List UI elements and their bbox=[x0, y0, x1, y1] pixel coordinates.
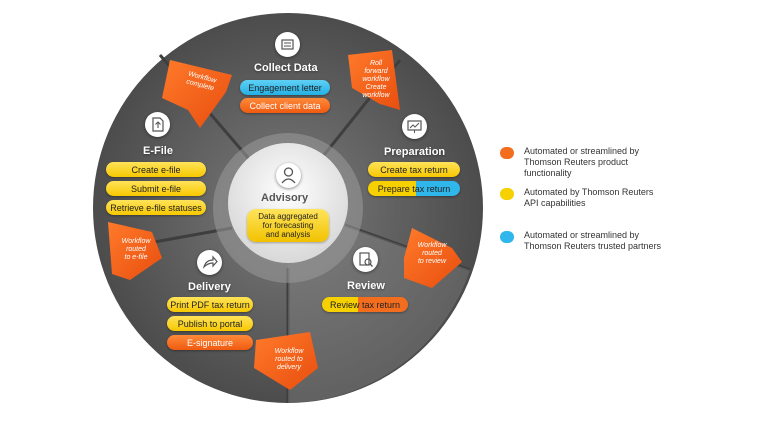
legend-dot-blue bbox=[500, 231, 514, 243]
print-pdf-pill: Print PDF tax return bbox=[167, 297, 253, 312]
workflow-efile-label: Workflow routed to e-file bbox=[121, 238, 151, 261]
arrow-workflow-delivery bbox=[254, 332, 318, 390]
legend-text-product: Automated or streamlined by Thomson Reut… bbox=[524, 146, 640, 178]
document-search-icon bbox=[353, 247, 378, 272]
publish-portal-pill: Publish to portal bbox=[167, 316, 253, 331]
legend-dot-yellow bbox=[500, 188, 514, 200]
review-tax-return-pill: Review tax return bbox=[322, 297, 408, 312]
legend-item-product: Automated or streamlined by Thomson Reut… bbox=[500, 146, 694, 179]
prepare-tax-return-pill: Prepare tax return bbox=[368, 181, 460, 196]
legend-item-api: Automated by Thomson Reuters API capabil… bbox=[500, 187, 694, 209]
collect-client-data-pill: Collect client data bbox=[240, 98, 330, 113]
delivery-title: Delivery bbox=[188, 281, 231, 293]
roll-forward-label: Roll forward workflow Create workflow bbox=[362, 60, 390, 99]
workflow-review-label: Workflow routed to review bbox=[417, 242, 447, 265]
arrow-workflow-complete bbox=[162, 60, 232, 128]
create-e-file-pill: Create e-file bbox=[106, 162, 206, 177]
data-scan-icon bbox=[275, 32, 300, 57]
workflow-arrows bbox=[108, 50, 462, 390]
advisory-data-box: Data aggregated for forecasting and anal… bbox=[247, 209, 329, 242]
submit-e-file-pill: Submit e-file bbox=[106, 181, 206, 196]
e-signature-pill: E-signature bbox=[167, 335, 253, 350]
legend-text-api: Automated by Thomson Reuters API capabil… bbox=[524, 187, 654, 208]
legend-item-partners: Automated or streamlined by Thomson Reut… bbox=[500, 230, 694, 252]
legend-dot-orange bbox=[500, 147, 514, 159]
review-title: Review bbox=[347, 280, 385, 292]
advisory-person-icon bbox=[276, 163, 301, 188]
create-tax-return-pill: Create tax return bbox=[368, 162, 460, 177]
workflow-delivery-label: Workflow routed to delivery bbox=[274, 348, 304, 371]
retrieve-e-file-statuses-pill: Retrieve e-file statuses bbox=[106, 200, 206, 215]
share-arrow-icon bbox=[197, 250, 222, 275]
legend-text-partners: Automated or streamlined by Thomson Reut… bbox=[524, 230, 662, 251]
arrow-workflow-efile bbox=[108, 222, 162, 280]
engagement-letter-pill: Engagement letter bbox=[240, 80, 330, 95]
preparation-title: Preparation bbox=[384, 146, 446, 158]
collect-data-title: Collect Data bbox=[254, 62, 318, 74]
analytics-board-icon bbox=[402, 114, 427, 139]
arrow-roll-forward bbox=[348, 50, 400, 110]
advisory-title: Advisory bbox=[261, 192, 309, 204]
e-file-title: E-File bbox=[143, 145, 173, 157]
arrow-workflow-review bbox=[404, 228, 462, 288]
file-upload-icon bbox=[145, 112, 170, 137]
